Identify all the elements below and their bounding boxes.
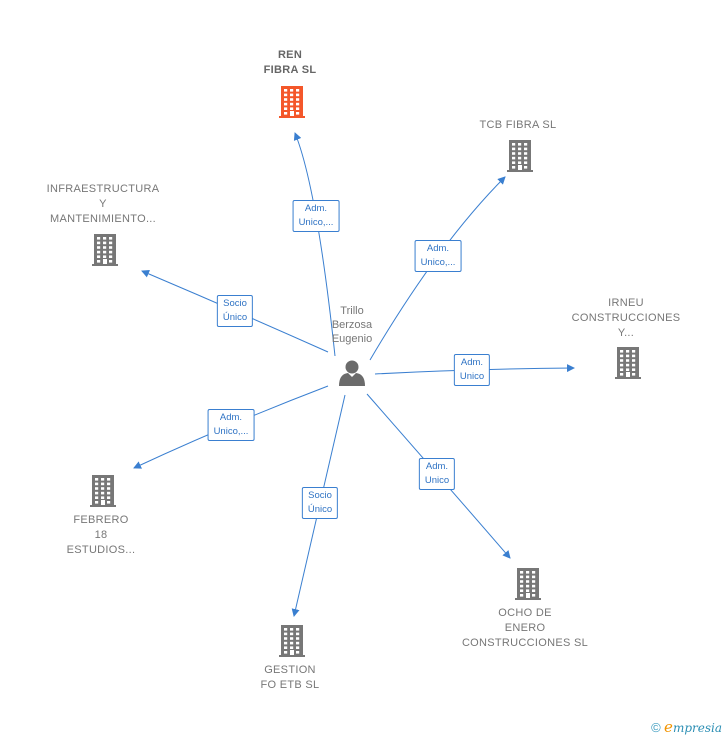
label-line: 18	[94, 529, 108, 541]
company-name-tcb[interactable]: TCB FIBRA SL	[480, 118, 557, 133]
label-line: CONSTRUCCIONES SL	[461, 637, 589, 649]
label-line: Unico	[424, 475, 450, 486]
label-line: GESTION	[264, 664, 316, 676]
label-line: Adm.	[304, 203, 328, 214]
label-line: Socio	[223, 298, 247, 309]
building-icon-irneu[interactable]	[615, 347, 641, 379]
label-line: Socio	[308, 490, 332, 501]
label-line: FO ETB SL	[260, 679, 320, 691]
branding: © empresia	[651, 718, 722, 736]
company-name-gestion[interactable]: GESTION FO ETB SL	[261, 663, 320, 693]
relation-label-ocho[interactable]: Adm. Unico	[418, 458, 456, 490]
label-line: Único	[222, 312, 248, 323]
label-line: FEBRERO	[73, 514, 129, 526]
label-line: Unico,...	[420, 257, 456, 268]
relation-label-tcb[interactable]: Adm. Unico,...	[414, 240, 462, 272]
label-line: Eugenio	[331, 333, 373, 345]
label-line: Adm.	[460, 357, 484, 368]
label-line: Y...	[617, 327, 635, 339]
relation-label-irneu[interactable]: Adm. Unico	[453, 354, 491, 386]
person-icon[interactable]	[339, 360, 365, 387]
node-icons	[90, 86, 641, 657]
label-line: Trillo	[340, 305, 364, 317]
building-icon-ocho[interactable]	[515, 568, 541, 600]
label-line: Berzosa	[331, 319, 373, 331]
label-line: Adm.	[426, 243, 450, 254]
empresia-logo[interactable]: empresia	[664, 718, 722, 736]
label-line: Adm.	[219, 412, 243, 423]
label-line: INFRAESTRUCTURA	[46, 183, 160, 195]
company-name-ren[interactable]: REN FIBRA SL	[264, 48, 317, 78]
label-line: ENERO	[504, 622, 546, 634]
label-line: Unico,...	[298, 217, 334, 228]
label-line: Único	[307, 504, 333, 515]
company-name-infra[interactable]: INFRAESTRUCTURA Y MANTENIMIENTO...	[47, 182, 160, 227]
company-name-irneu[interactable]: IRNEU CONSTRUCCIONES Y...	[572, 296, 681, 341]
label-line: Y	[99, 198, 107, 210]
label-line: OCHO DE	[498, 607, 552, 619]
relation-edge-ren	[293, 132, 336, 357]
label-line: ESTUDIOS...	[66, 544, 136, 556]
company-name-ocho[interactable]: OCHO DE ENERO CONSTRUCCIONES SL	[462, 606, 588, 651]
building-icon-tcb[interactable]	[507, 140, 533, 172]
relation-label-febrero[interactable]: Adm. Unico,...	[207, 409, 255, 441]
label-line: IRNEU	[608, 297, 644, 309]
building-icon-ren[interactable]	[279, 86, 305, 118]
label-line: FIBRA SL	[263, 64, 317, 76]
label-line: MANTENIMIENTO...	[49, 213, 157, 225]
label-line: Unico,...	[213, 426, 249, 437]
relation-label-ren[interactable]: Adm. Unico,...	[292, 200, 340, 232]
label-line: CONSTRUCCIONES	[571, 312, 681, 324]
building-icon-infra[interactable]	[92, 234, 118, 266]
label-line: REN	[277, 49, 303, 61]
label-line: Adm.	[425, 461, 449, 472]
relation-edges	[133, 132, 575, 617]
building-icon-gestion[interactable]	[279, 625, 305, 657]
copyright-symbol: ©	[651, 720, 661, 735]
label-line: Unico	[459, 371, 485, 382]
label-line: TCB FIBRA SL	[479, 119, 557, 131]
building-icon-febrero[interactable]	[90, 475, 116, 507]
